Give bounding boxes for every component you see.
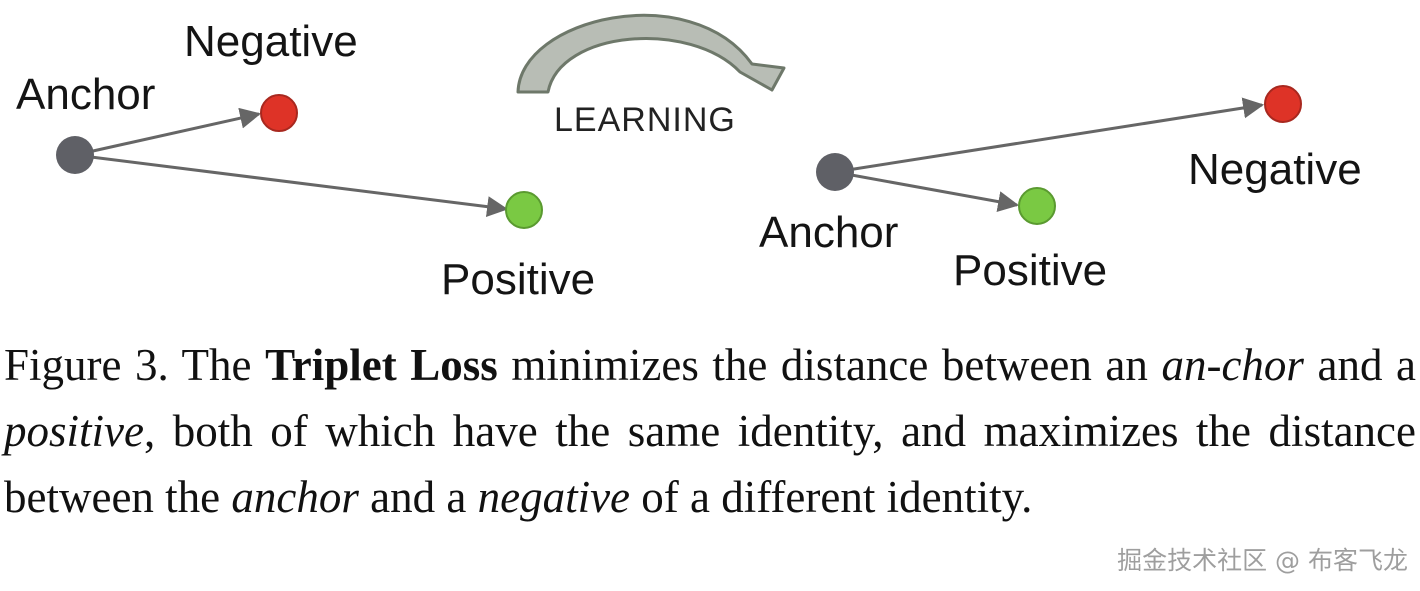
caption-text-5: of a different identity. — [630, 472, 1033, 522]
caption-text-2: and a — [1303, 340, 1417, 390]
watermark: 掘金技术社区 @ 布客飞龙 — [1117, 546, 1408, 575]
after-negative-node — [1264, 85, 1302, 123]
figure-caption: Figure 3. The Triplet Loss minimizes the… — [4, 332, 1416, 530]
caption-italic-positive: positive — [4, 406, 144, 456]
caption-italic-anchor-1: an-​chor — [1161, 340, 1304, 390]
caption-text-4: and a — [358, 472, 478, 522]
after-anchor-to-negative-arrow — [834, 97, 1265, 174]
after-anchor-node — [816, 153, 854, 191]
after-anchor-to-positive-arrow — [834, 170, 1020, 212]
after-anchor-label: Anchor — [759, 208, 898, 257]
caption-italic-anchor-2: anchor — [231, 472, 359, 522]
caption-figure-label: Figure 3. The — [4, 340, 266, 390]
learning-curved-arrow — [516, 14, 786, 94]
triplet-loss-diagram: Anchor Negative Positive LEARNING Anchor… — [16, 14, 1362, 304]
learning-label: LEARNING — [554, 101, 736, 139]
after-positive-node — [1018, 187, 1056, 225]
before-anchor-label: Anchor — [16, 70, 155, 119]
before-anchor-node — [56, 136, 94, 174]
caption-bold-term: Triplet Loss — [265, 340, 498, 390]
before-anchor-to-positive-arrow — [74, 153, 509, 218]
before-negative-label: Negative — [184, 17, 358, 66]
caption-text-1: minimizes the distance between an — [497, 340, 1162, 390]
before-positive-label: Positive — [441, 255, 595, 304]
before-anchor-to-negative-arrow — [74, 107, 262, 157]
before-positive-node — [505, 191, 543, 229]
after-negative-label: Negative — [1188, 145, 1362, 194]
caption-text-3: , both of which have the same identity, … — [4, 406, 1416, 522]
after-positive-label: Positive — [953, 246, 1107, 295]
caption-italic-negative: negative — [477, 472, 631, 522]
before-negative-node — [260, 94, 298, 132]
